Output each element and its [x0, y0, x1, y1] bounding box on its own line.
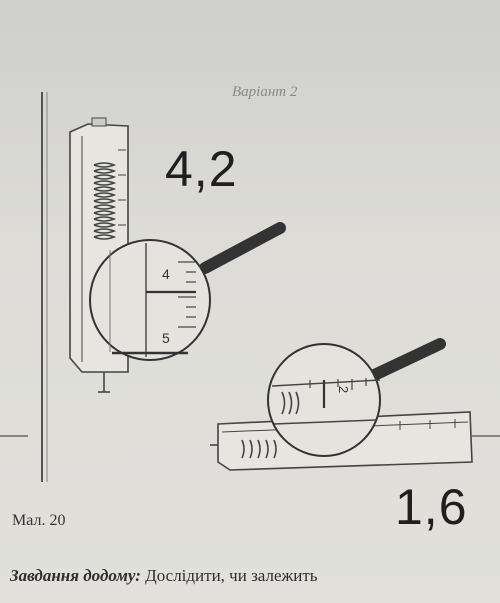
handwritten-reading-horizontal: 1,6 [395, 479, 468, 535]
scale-label-5: 5 [162, 330, 170, 346]
magnifier-horizontal [267, 338, 446, 457]
handwritten-reading-vertical: 4,2 [165, 141, 238, 197]
figure-caption: Мал. 20 [12, 512, 66, 529]
homework-label: Завдання додому: [10, 566, 141, 585]
homework-line: Завдання додому: Дослідити, чи залежить [10, 566, 318, 586]
scale-label-2: 2 [336, 385, 352, 394]
homework-text: Дослідити, чи залежить [145, 566, 318, 585]
variant-heading: Варіант 2 [232, 84, 298, 100]
scale-label-4: 4 [162, 266, 170, 282]
magnifier-vertical [89, 222, 286, 361]
